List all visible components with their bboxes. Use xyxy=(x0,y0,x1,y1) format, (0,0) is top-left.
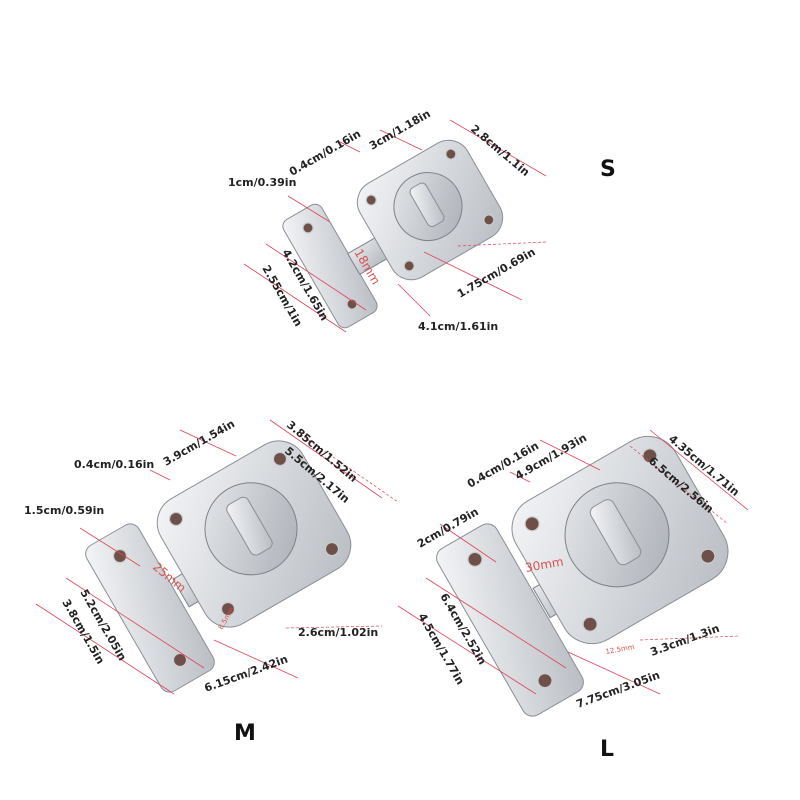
inner-mm-l: 30mm xyxy=(524,554,565,574)
dim-bolt-m: 3.9cm/1.54in xyxy=(161,417,237,468)
dim-holes-small-l: 3.3cm/1.3in xyxy=(649,622,722,659)
strike-plate-m xyxy=(85,523,215,693)
dim-holes-small-m: 2.6cm/1.02in xyxy=(298,626,378,639)
dim-gap-s: 0.4cm/0.16in xyxy=(287,127,363,178)
dim-strike-width-m: 1.5cm/0.59in xyxy=(24,504,104,517)
dim-total-m: 6.15cm/2.42in xyxy=(203,653,290,695)
dim-bolt-s: 3cm/1.18in xyxy=(367,107,433,152)
tiny-mm-l: 12.5mm xyxy=(605,643,635,656)
size-label-m: M xyxy=(234,721,256,746)
dim-total-s: 4.1cm/1.61in xyxy=(418,320,498,333)
strike-plate-l xyxy=(436,523,584,717)
size-label-l: L xyxy=(600,737,614,762)
dim-gap-m: 0.4cm/0.16in xyxy=(74,458,154,471)
main-plate-l xyxy=(511,435,729,645)
latch-s: 18mm 0.4cm/0.16in 3cm/1.18in 2.8cm/1.1in… xyxy=(228,107,616,333)
strike-plate-s xyxy=(282,203,378,329)
size-label-s: S xyxy=(600,157,616,182)
latch-m: 25mm 8.5mm 0.4cm/0.16in 3.9cm/1.54in 3.8… xyxy=(24,417,399,746)
main-plate-m xyxy=(156,440,352,628)
main-plate-s xyxy=(356,139,504,281)
dim-strike-width-s: 1cm/0.39in xyxy=(228,176,296,189)
latch-l: 30mm 12.5mm 0.4cm/0.16in 4.9cm/1.93in 4.… xyxy=(397,429,749,762)
